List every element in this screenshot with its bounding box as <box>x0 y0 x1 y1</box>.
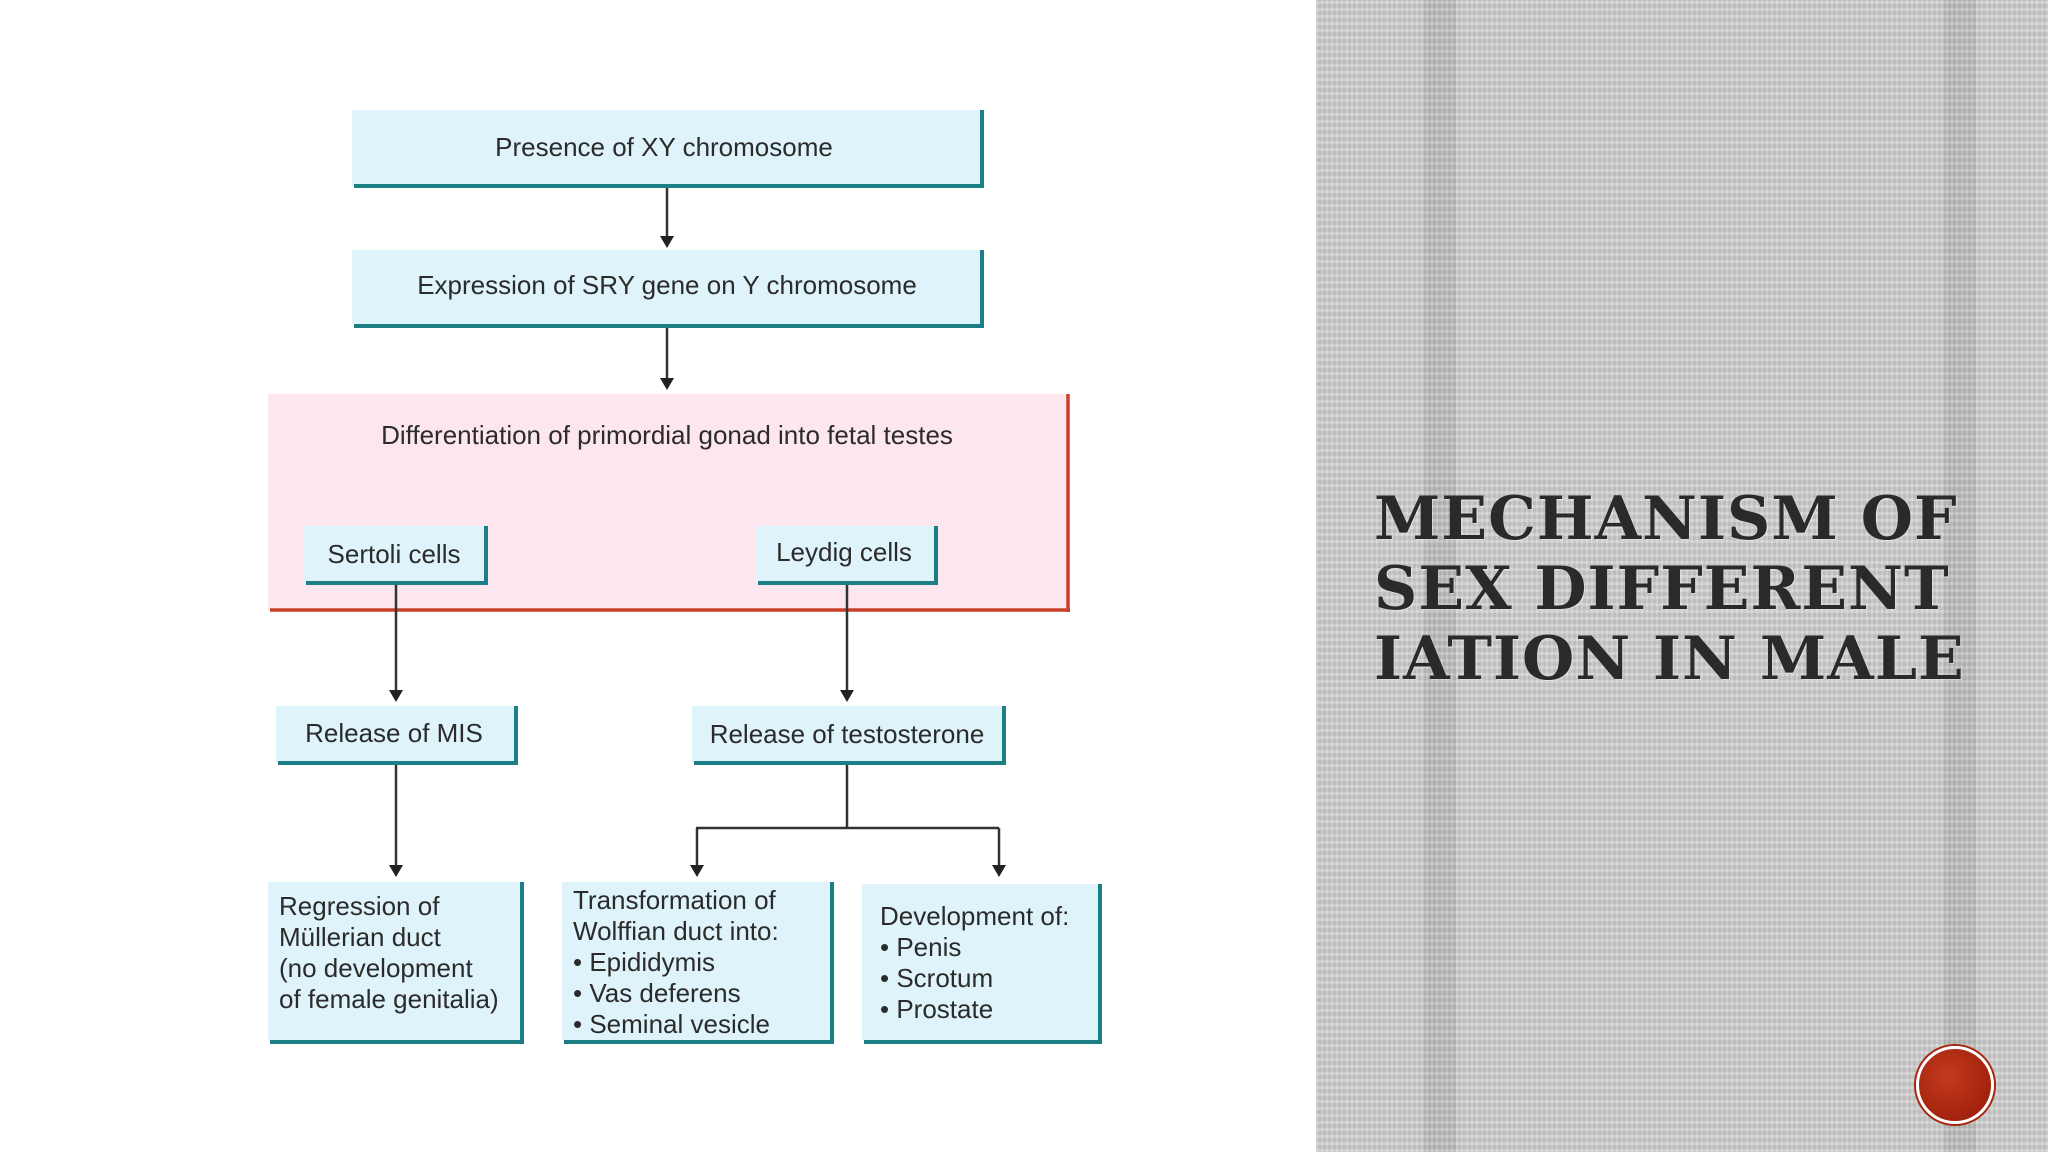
arrow-testosterone-branch <box>690 765 1006 877</box>
arrow-mis-to-regression <box>389 765 403 877</box>
label-expression-sry: Expression of SRY gene on Y chromosome <box>417 270 917 300</box>
label-release-testosterone: Release of testosterone <box>710 719 985 749</box>
slide-number-badge <box>1916 1046 1994 1124</box>
box-regression-mullerian: Regression of Müllerian duct (no develop… <box>268 882 524 1044</box>
label-regression: Regression of Müllerian duct (no develop… <box>279 891 499 1014</box>
title-panel <box>1316 0 2048 1152</box>
label-differentiation: Differentiation of primordial gonad into… <box>381 420 953 450</box>
box-expression-sry: Expression of SRY gene on Y chromosome <box>352 250 984 328</box>
slide-title: Mechanism of sex differentiation in male <box>1374 484 1965 694</box>
arrow-sertoli-to-mis <box>389 585 403 702</box>
box-leydig-cells: Leydig cells <box>756 526 938 585</box>
arrow-leydig-to-testosterone <box>840 585 854 702</box>
arrow-presence-to-expression <box>660 188 674 248</box>
label-development: Development of: • Penis • Scrotum • Pros… <box>880 901 1077 1024</box>
box-wolffian-transformation: Transformation of Wolffian duct into: • … <box>562 882 834 1044</box>
arrow-expression-to-differentiation <box>660 328 674 390</box>
box-sertoli-cells: Sertoli cells <box>304 526 488 585</box>
label-release-mis: Release of MIS <box>305 718 483 748</box>
box-presence-xy: Presence of XY chromosome <box>352 110 984 188</box>
box-development: Development of: • Penis • Scrotum • Pros… <box>862 884 1102 1044</box>
label-leydig-cells: Leydig cells <box>776 537 912 567</box>
label-presence-xy: Presence of XY chromosome <box>495 132 833 162</box>
box-release-mis: Release of MIS <box>276 706 518 765</box>
flowchart-diagram: Presence of XY chromosome Expression of … <box>268 110 1102 1044</box>
label-sertoli-cells: Sertoli cells <box>328 539 461 569</box>
box-release-testosterone: Release of testosterone <box>692 706 1006 765</box>
label-wolffian: Transformation of Wolffian duct into: • … <box>573 885 786 1039</box>
